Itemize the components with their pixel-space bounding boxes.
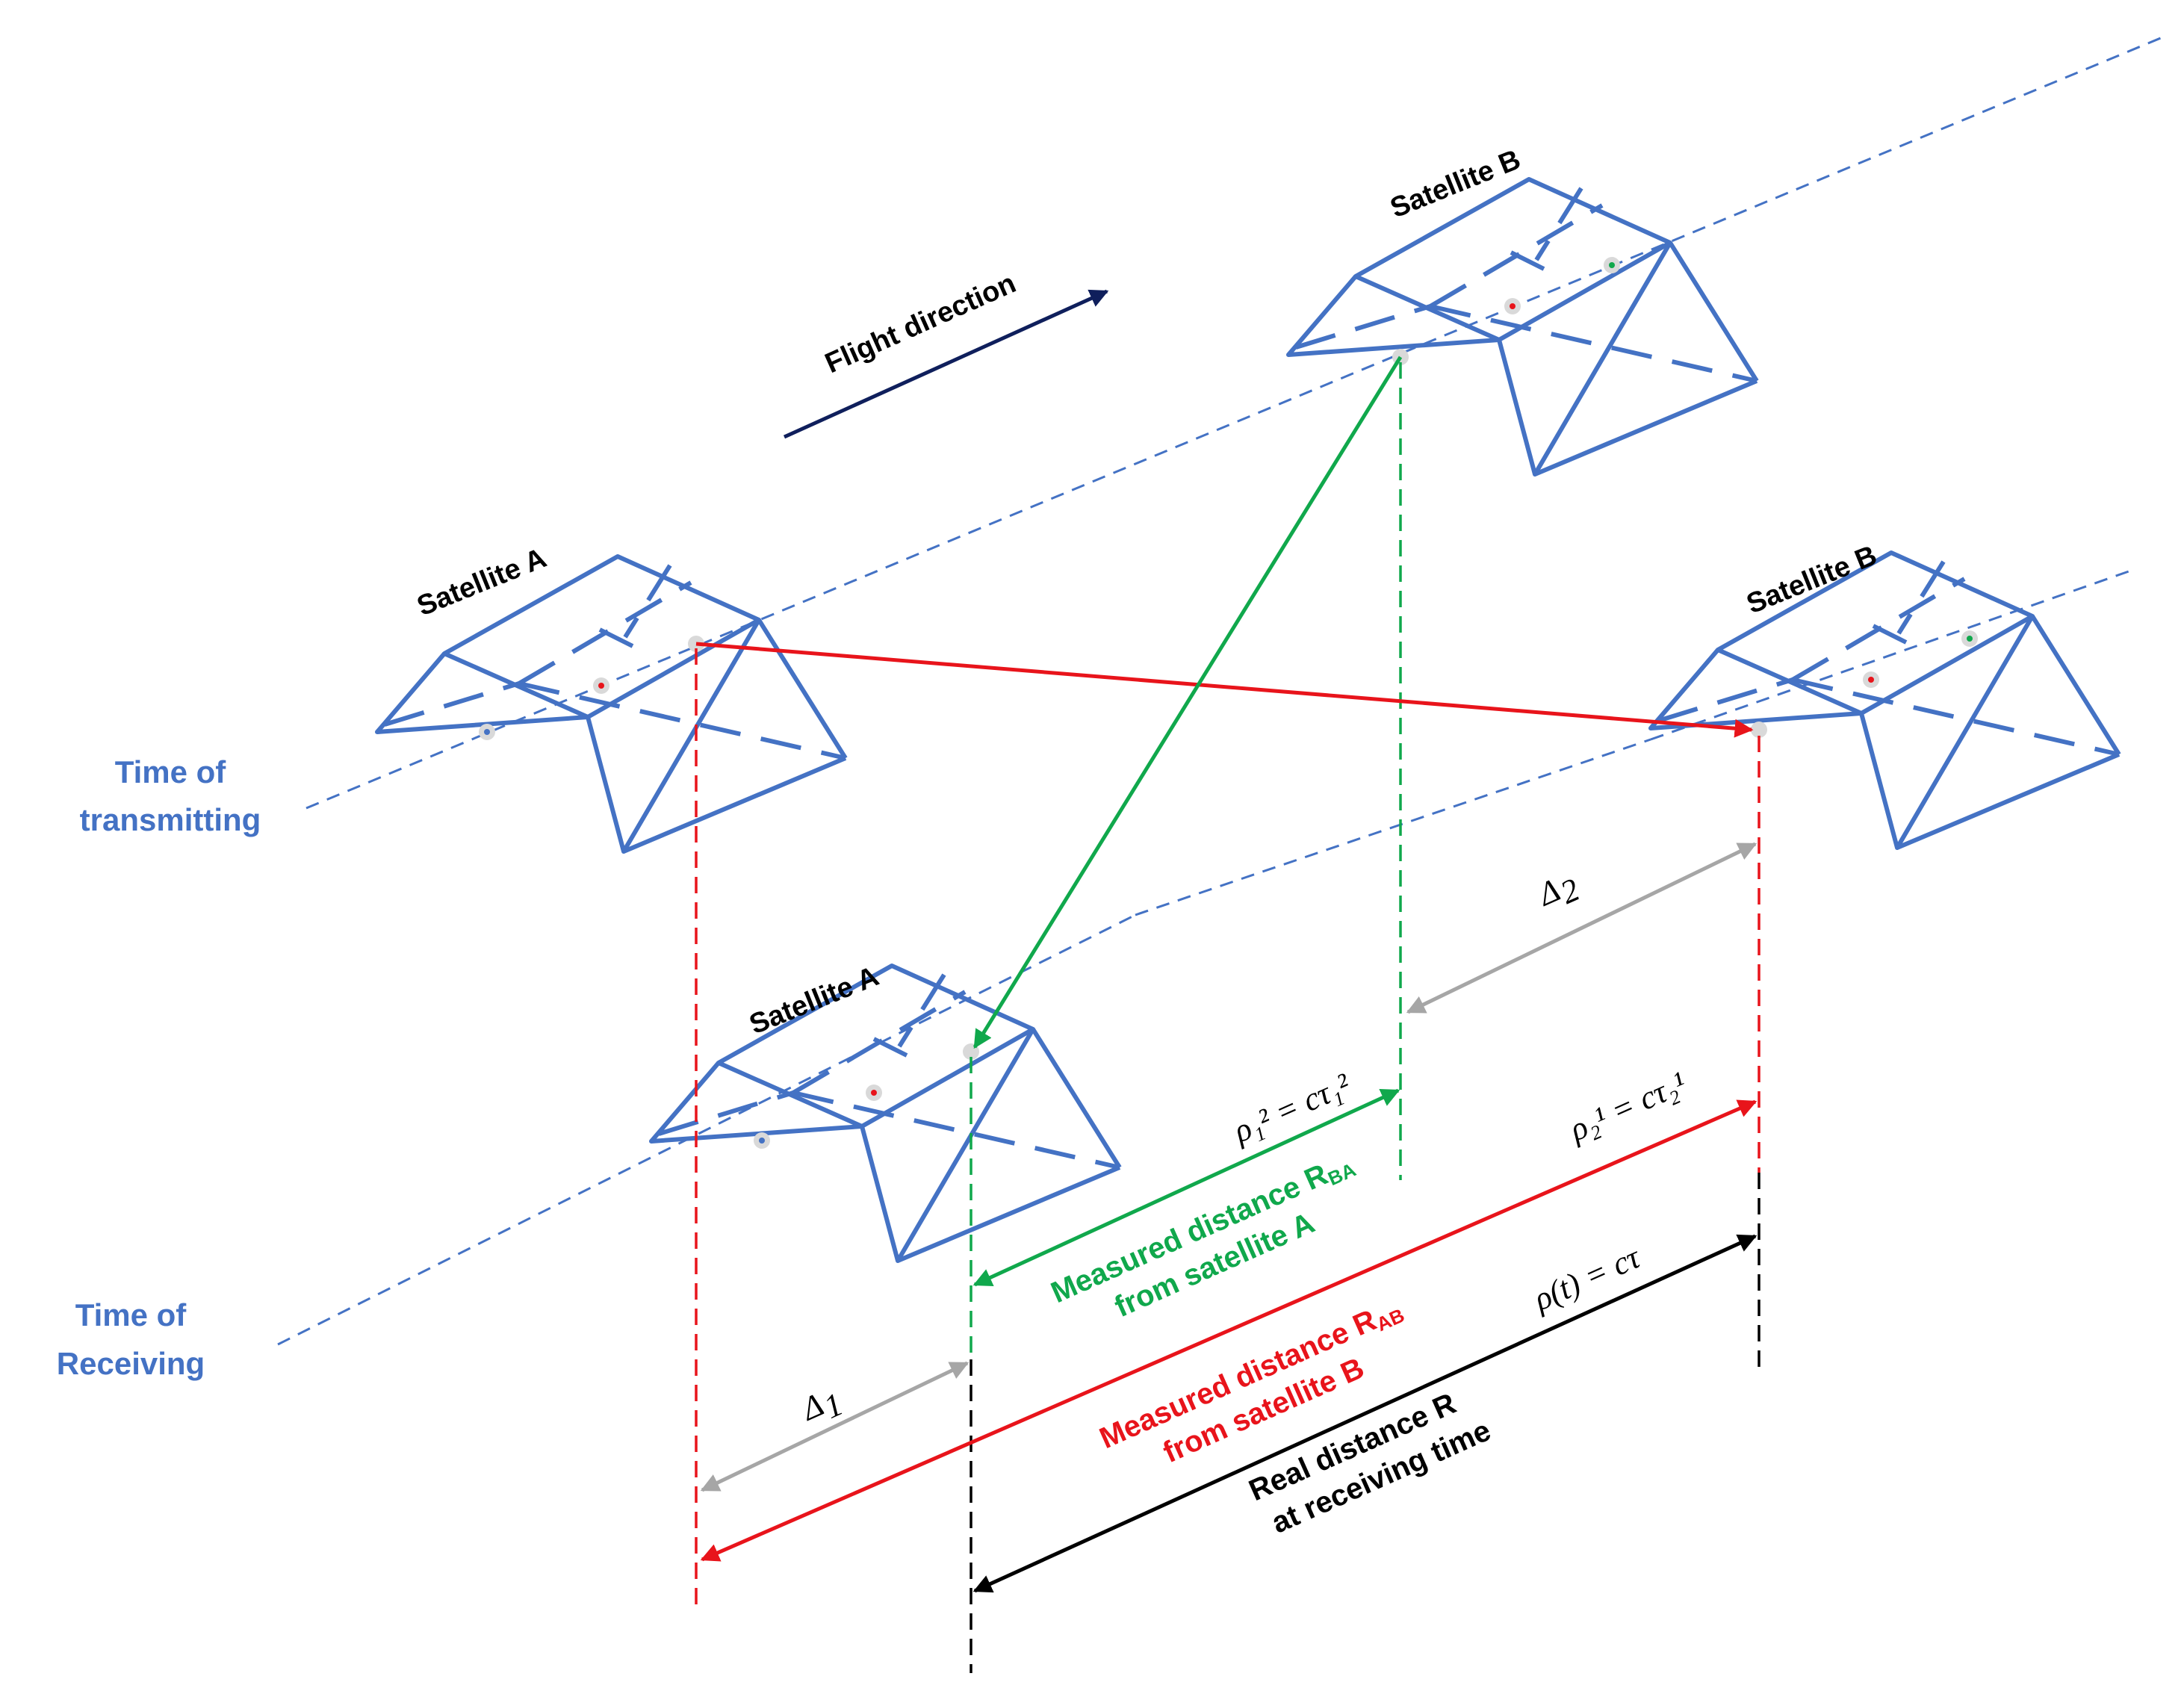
flight-direction-label: Flight direction [821,267,1021,379]
satellite-b-transmit-body [1288,179,1757,474]
orbit-line-receive [277,913,1136,1346]
orbit-line-transmit [305,36,2163,810]
satellite-a-transmit-label: Satellite A [413,542,551,622]
real-distance-arrow [972,1234,1758,1593]
satellite-dots [479,257,1978,1149]
delta1-arrow [700,1361,970,1492]
rho-real-formula: ρ(t) = cτ [1527,1238,1646,1318]
satellite-a-receive-label: Satellite A [745,961,884,1040]
time-transmitting-label-line1: Time of [115,754,227,789]
orbit-line-transmit-b [1650,570,2129,741]
signal-b-to-a [972,356,1403,1049]
delta1-label: Δ 1 [795,1386,849,1428]
signal-a-to-b [695,642,1754,738]
flight-direction-arrow [783,289,1109,439]
satellite-b-transmit-label: Satellite B [1386,144,1525,225]
measured-ab-arrow [700,1099,1758,1562]
satellite-b-receive-body [1651,553,2119,848]
time-receiving-label-line2: Receiving [57,1346,205,1381]
delta2-arrow [1406,842,1758,1014]
time-transmitting-label-line2: transmitting [80,802,261,837]
orbit-line-receive-b [1135,738,1651,916]
satellite-b-receive-label: Satellite B [1743,540,1881,621]
delta2-label: Δ 2 [1531,871,1585,913]
time-receiving-label-line1: Time of [75,1297,187,1332]
satellite-a-receive-body [651,966,1120,1261]
